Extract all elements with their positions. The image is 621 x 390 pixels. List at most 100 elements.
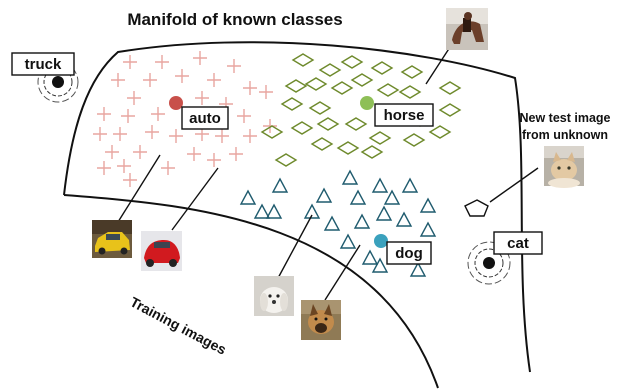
diamond-icon	[402, 133, 426, 147]
diamond-icon	[368, 131, 392, 145]
truck-unknown: truck	[11, 52, 79, 103]
diamond-icon	[291, 53, 315, 67]
plus-icon	[97, 161, 111, 175]
diamond-icon	[398, 85, 422, 99]
triangle-icon	[341, 169, 359, 185]
plus-icon	[227, 59, 241, 73]
triangle-icon	[303, 203, 321, 219]
dog-point-icon	[374, 234, 388, 248]
horse-thumbnail	[446, 8, 488, 50]
target-ring-icon	[43, 67, 73, 97]
cat-thumbnail	[544, 146, 584, 188]
new-test-label-line1: New test image	[519, 111, 610, 125]
dog-label-box: dog	[386, 241, 432, 265]
triangle-icon	[239, 189, 257, 205]
diamond-icon	[400, 65, 424, 79]
plus-icon	[215, 129, 229, 143]
diamond-icon	[318, 63, 342, 77]
plus-icon	[143, 73, 157, 87]
connector-horse	[425, 43, 453, 85]
dog-label: dog	[395, 245, 423, 262]
diamond-icon	[428, 125, 452, 139]
manifold-surface	[63, 41, 531, 389]
plus-icon	[133, 145, 147, 159]
diamond-icon	[310, 137, 334, 151]
triangle-icon	[339, 233, 357, 249]
triangle-icon	[371, 177, 389, 193]
plus-icon	[229, 147, 243, 161]
target-ring-icon	[474, 248, 504, 278]
plus-icon	[121, 109, 135, 123]
triangle-icon	[323, 215, 341, 231]
connector-test	[489, 167, 539, 203]
triangle-icon	[395, 211, 413, 227]
diamond-icon	[316, 117, 340, 131]
training-images-label: Training images	[128, 294, 230, 358]
triangle-icon	[265, 203, 283, 219]
diamond-icon	[304, 77, 328, 91]
plus-icon	[155, 55, 169, 69]
plus-icon	[243, 81, 257, 95]
auto-point-icon	[169, 96, 183, 110]
plus-icon	[195, 91, 209, 105]
horse-point-icon	[360, 96, 374, 110]
triangle-icon	[401, 177, 419, 193]
target-dot-icon	[483, 257, 495, 269]
triangle-icon	[371, 257, 389, 273]
auto-thumbnail-yellow-car	[92, 220, 132, 258]
dog-thumbnail-brown	[301, 300, 341, 340]
plus-icon	[193, 51, 207, 65]
diamond-icon	[336, 141, 360, 155]
plus-icon	[93, 127, 107, 141]
connector-dog-1	[276, 214, 313, 281]
plus-icon	[207, 153, 221, 167]
triangle-icon	[271, 177, 289, 193]
plus-icon	[259, 85, 273, 99]
auto-label: auto	[189, 110, 221, 127]
plus-icon	[169, 129, 183, 143]
target-dot-icon	[52, 76, 64, 88]
plus-icon	[127, 91, 141, 105]
diamond-icon	[260, 125, 284, 139]
connector-lines	[117, 43, 539, 301]
triangle-icon	[419, 197, 437, 213]
diamond-icon	[360, 145, 384, 159]
horse-label-box: horse	[374, 103, 434, 127]
diamond-icon	[340, 55, 364, 69]
target-ring-icon	[467, 241, 511, 285]
diamond-icon	[370, 61, 394, 75]
auto-thumbnail-red-car	[141, 231, 182, 271]
triangle-icon	[409, 261, 427, 277]
diamond-icon	[438, 81, 462, 95]
plus-icon	[175, 69, 189, 83]
diamond-icon	[344, 117, 368, 131]
diamond-icon	[376, 83, 400, 97]
plus-icon	[207, 73, 221, 87]
plus-icon	[151, 107, 165, 121]
triangle-icon	[375, 205, 393, 221]
auto-class-markers	[93, 51, 277, 187]
plus-icon	[111, 73, 125, 87]
connector-auto-1	[117, 154, 161, 223]
new-test-label-line2: from unknown	[522, 128, 608, 142]
connector-dog-2	[324, 244, 361, 301]
diagram-title: Manifold of known classes	[127, 10, 342, 29]
plus-icon	[161, 161, 175, 175]
triangle-icon	[253, 203, 271, 219]
plus-icon	[113, 127, 127, 141]
plus-icon	[145, 125, 159, 139]
plus-icon	[237, 109, 251, 123]
diamond-icon	[350, 73, 374, 87]
plus-icon	[243, 129, 257, 143]
plus-icon	[263, 119, 277, 133]
diamond-icon	[438, 103, 462, 117]
triangle-icon	[353, 213, 371, 229]
triangle-icon	[349, 189, 367, 205]
dog-thumbnail-white	[254, 276, 294, 316]
horse-class-markers	[260, 53, 462, 167]
diamond-icon	[290, 121, 314, 135]
plus-icon	[187, 147, 201, 161]
truck-label: truck	[25, 56, 62, 73]
diamond-icon	[274, 153, 298, 167]
